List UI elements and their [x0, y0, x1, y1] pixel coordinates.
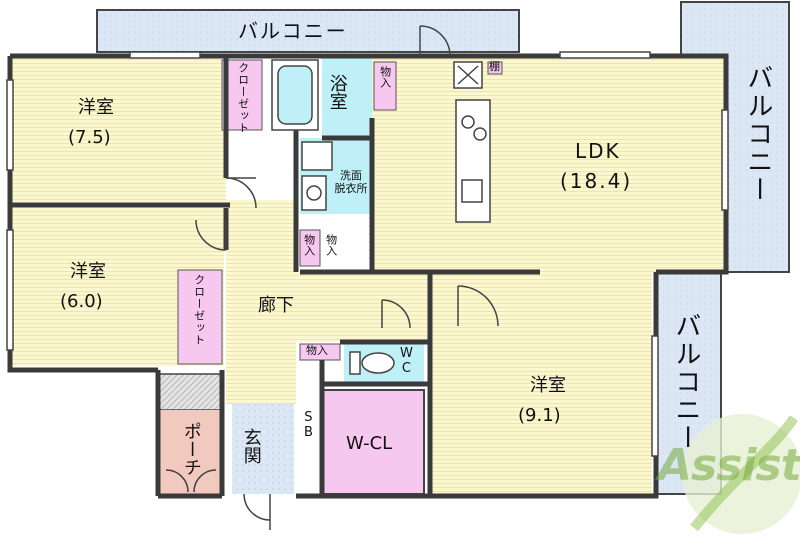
western-room-2-size: (6.0) — [60, 291, 103, 312]
kitchen-counter — [453, 61, 491, 223]
western-room-3-floor — [430, 272, 652, 494]
assist-logo-text: Assist — [658, 440, 800, 491]
western-room-2-name: 洋室 — [70, 261, 106, 282]
closet-2 — [177, 269, 223, 365]
porch-floor — [160, 410, 222, 494]
wcl-label: W-CL — [346, 433, 393, 454]
porch-label: ポーチ — [180, 422, 202, 476]
western-room-1-name: 洋室 — [78, 97, 114, 118]
bathtub — [271, 59, 319, 131]
wc-label: WC — [398, 346, 414, 376]
hallway-label: 廊下 — [258, 295, 294, 316]
ldk-size: (18.4) — [560, 169, 633, 193]
hallway-floor-2 — [290, 272, 430, 342]
balcony-top-area — [96, 9, 520, 53]
shelf-box — [487, 61, 503, 75]
storage-small-label: 物入 — [324, 234, 338, 256]
closet-2-label: クローゼット — [192, 274, 206, 346]
balcony-top-label: バルコニー — [238, 19, 348, 43]
washroom-label: 洗面 脱衣所 — [334, 169, 368, 195]
porch-hatch — [157, 373, 223, 411]
windows — [6, 51, 729, 457]
balcony-right-lower-label: バルコニー — [670, 312, 701, 452]
ldk-name: LDK — [575, 139, 621, 163]
doors — [195, 25, 499, 530]
storage-wash-label: 物入 — [302, 234, 316, 256]
storage-bath — [373, 61, 397, 111]
shelf-label: 棚 — [489, 60, 500, 73]
storage-hall-label: 物入 — [306, 344, 328, 357]
closet-1-label: クローゼット — [236, 62, 250, 134]
storage-bath-label: 物入 — [378, 66, 392, 88]
western-room-1-floor — [12, 58, 226, 202]
toilet — [349, 351, 395, 375]
washroom-fixtures — [301, 141, 333, 211]
porch-doors — [165, 469, 217, 493]
sb-label: SB — [300, 410, 316, 440]
bath-label: 浴室 — [326, 74, 348, 110]
western-room-1-size: (7.5) — [68, 127, 111, 148]
balcony-right-label: バルコニー — [742, 64, 773, 204]
ldk-floor — [372, 58, 724, 272]
entrance-label: 玄関 — [240, 428, 262, 464]
western-room-3-name: 洋室 — [530, 375, 566, 396]
storage-wash — [299, 229, 321, 267]
bath-floor — [322, 58, 372, 138]
assist-logo — [682, 414, 800, 534]
entrance-floor — [232, 404, 294, 494]
western-room-3-size: (9.1) — [518, 405, 561, 426]
hallway-floor — [226, 200, 296, 404]
closet-1 — [221, 59, 263, 131]
